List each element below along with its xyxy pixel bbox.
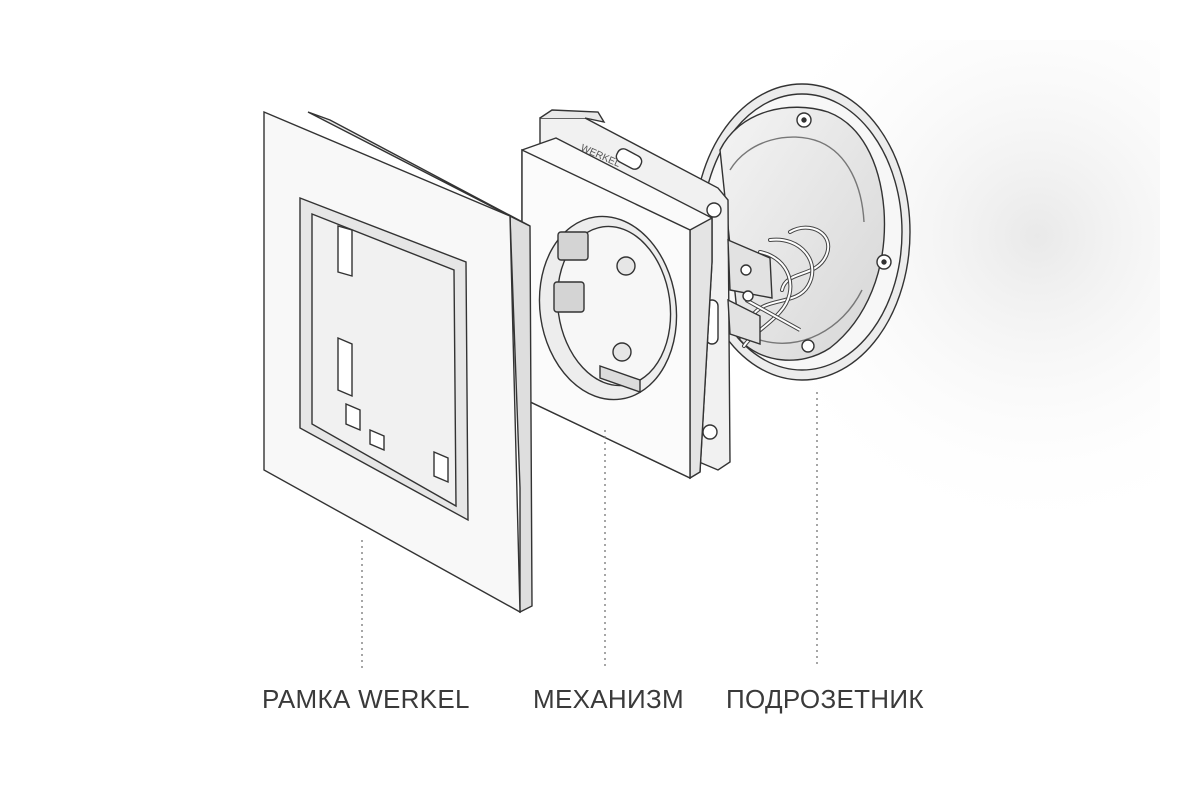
label-frame: РАМКА WERKEL [262,684,470,714]
label-back-box: ПОДРОЗЕТНИК [726,684,924,714]
leader-lines [361,392,818,668]
label-mechanism: МЕХАНИЗМ [533,684,684,714]
mechanism [521,109,773,480]
back-box [693,83,911,381]
frame [263,110,533,614]
